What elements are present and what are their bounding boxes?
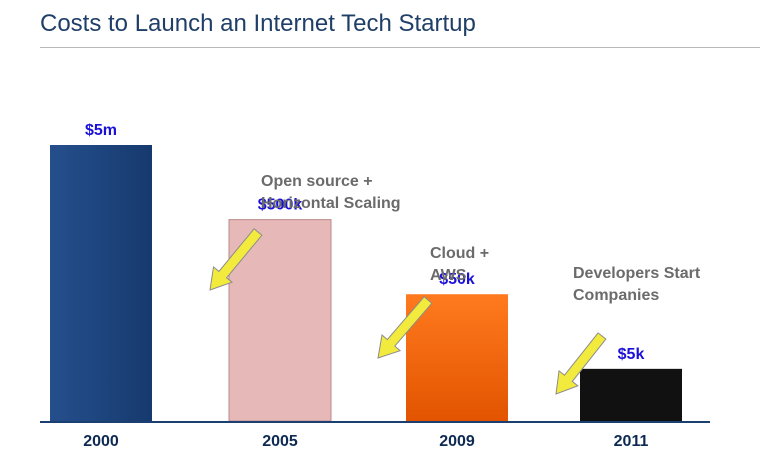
bar-2000 xyxy=(50,145,152,421)
value-label-2000: $5m xyxy=(85,122,117,139)
value-label-2011: $5k xyxy=(618,346,645,363)
annotation-arrow-2 xyxy=(377,295,433,359)
title-divider xyxy=(40,47,760,48)
annotation-arrow-3 xyxy=(555,332,607,395)
annotation-text-2: Cloud +AWS xyxy=(430,245,489,284)
page-title: Costs to Launch an Internet Tech Startup xyxy=(40,10,476,37)
bar-2009 xyxy=(406,294,508,421)
x-tick-labels: 2000 2005 2009 2011 xyxy=(83,433,648,450)
x-tick-label-2005: 2005 xyxy=(262,433,298,450)
annotation-text-1: Open source +Horizontal Scaling xyxy=(261,173,401,212)
value-label-2009: $50k xyxy=(439,271,475,288)
bar-2011 xyxy=(580,368,682,421)
x-tick-label-2000: 2000 xyxy=(83,433,119,450)
bars-group xyxy=(50,145,682,422)
value-label-2005: $500k xyxy=(258,197,303,214)
value-labels: $5m $500k $50k $5k xyxy=(85,122,644,363)
x-tick-label-2009: 2009 xyxy=(439,433,475,450)
x-tick-label-2011: 2011 xyxy=(614,433,649,450)
annotation-arrow-1 xyxy=(209,228,263,291)
